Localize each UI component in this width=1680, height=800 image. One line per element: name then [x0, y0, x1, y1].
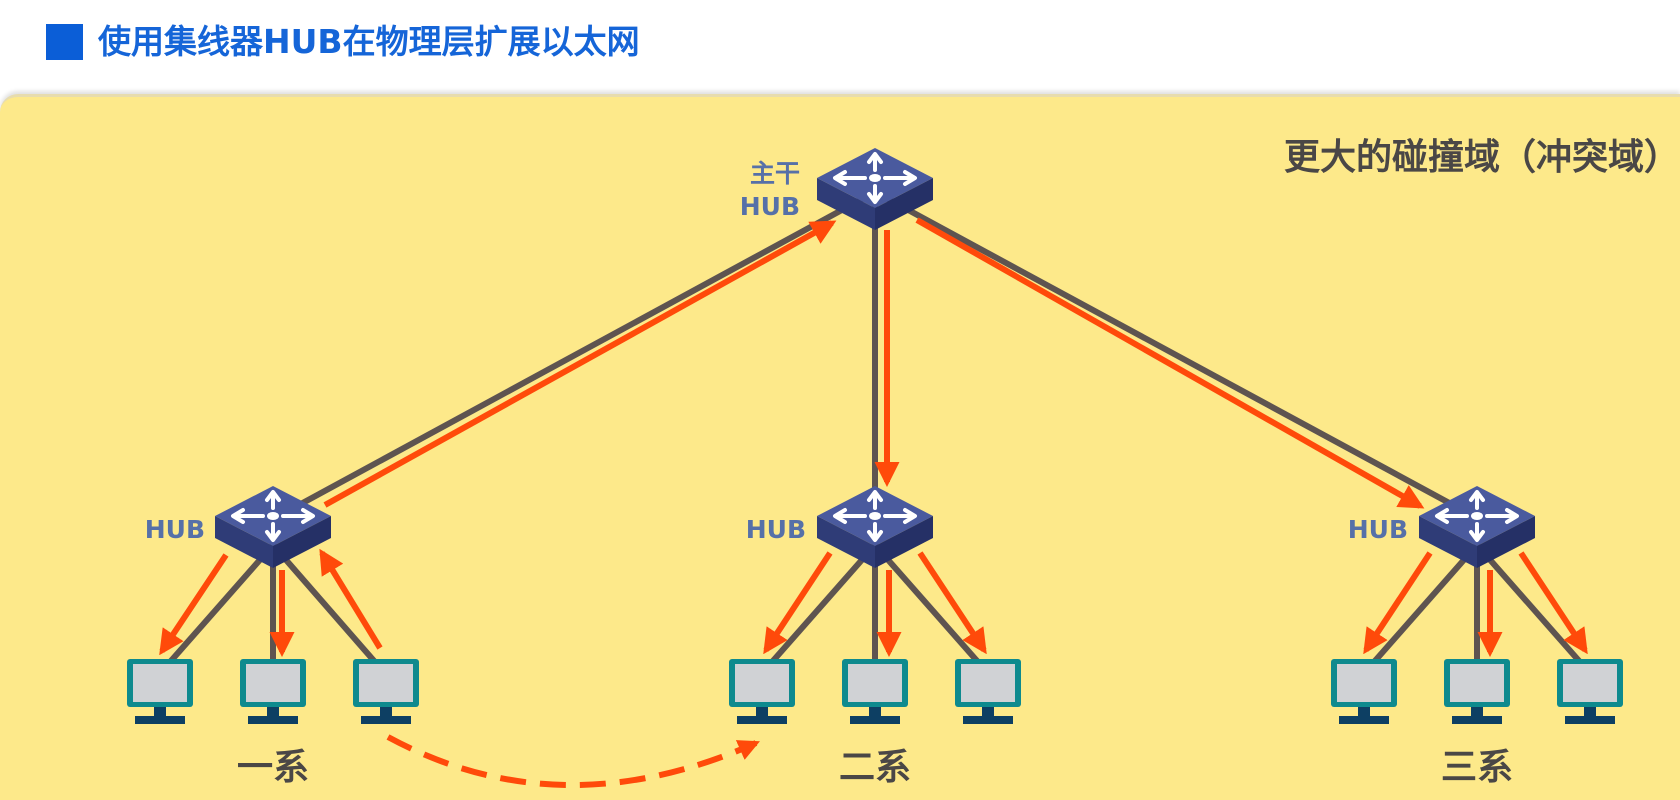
- computer-icon: [127, 659, 193, 724]
- header: 使用集线器HUB在物理层扩展以太网: [0, 0, 1680, 98]
- hub-label-dept3: HUB: [1347, 515, 1408, 544]
- page-title: 使用集线器HUB在物理层扩展以太网: [98, 22, 640, 61]
- department-label-3: 三系: [1440, 747, 1513, 788]
- computer-icon: [1331, 659, 1397, 724]
- computer-icon: [1444, 659, 1510, 724]
- signal-arrows: [159, 217, 1588, 788]
- hub-icon: [815, 146, 935, 232]
- hub-icon: [815, 484, 935, 570]
- computer-icon: [729, 659, 795, 724]
- square-bullet-icon: [46, 24, 83, 60]
- computer-icon: [955, 659, 1021, 724]
- hub-label-dept1: HUB: [144, 515, 205, 544]
- computer-icon: [353, 659, 419, 724]
- backbone-hub-label-line2: HUB: [739, 192, 800, 221]
- computer-icon: [842, 659, 908, 724]
- hub-label-dept2: HUB: [745, 515, 806, 544]
- backbone-hub-label: 主干 HUB: [720, 157, 800, 223]
- backbone-cables: [273, 189, 1479, 521]
- collision-domain-label: 更大的碰撞域（冲突域）: [1283, 137, 1680, 178]
- department-label-2: 二系: [838, 747, 911, 788]
- computer-icon: [1557, 659, 1623, 724]
- backbone-hub-label-line1: 主干: [749, 159, 800, 188]
- computer-icon: [240, 659, 306, 724]
- department-label-1: 一系: [236, 747, 309, 788]
